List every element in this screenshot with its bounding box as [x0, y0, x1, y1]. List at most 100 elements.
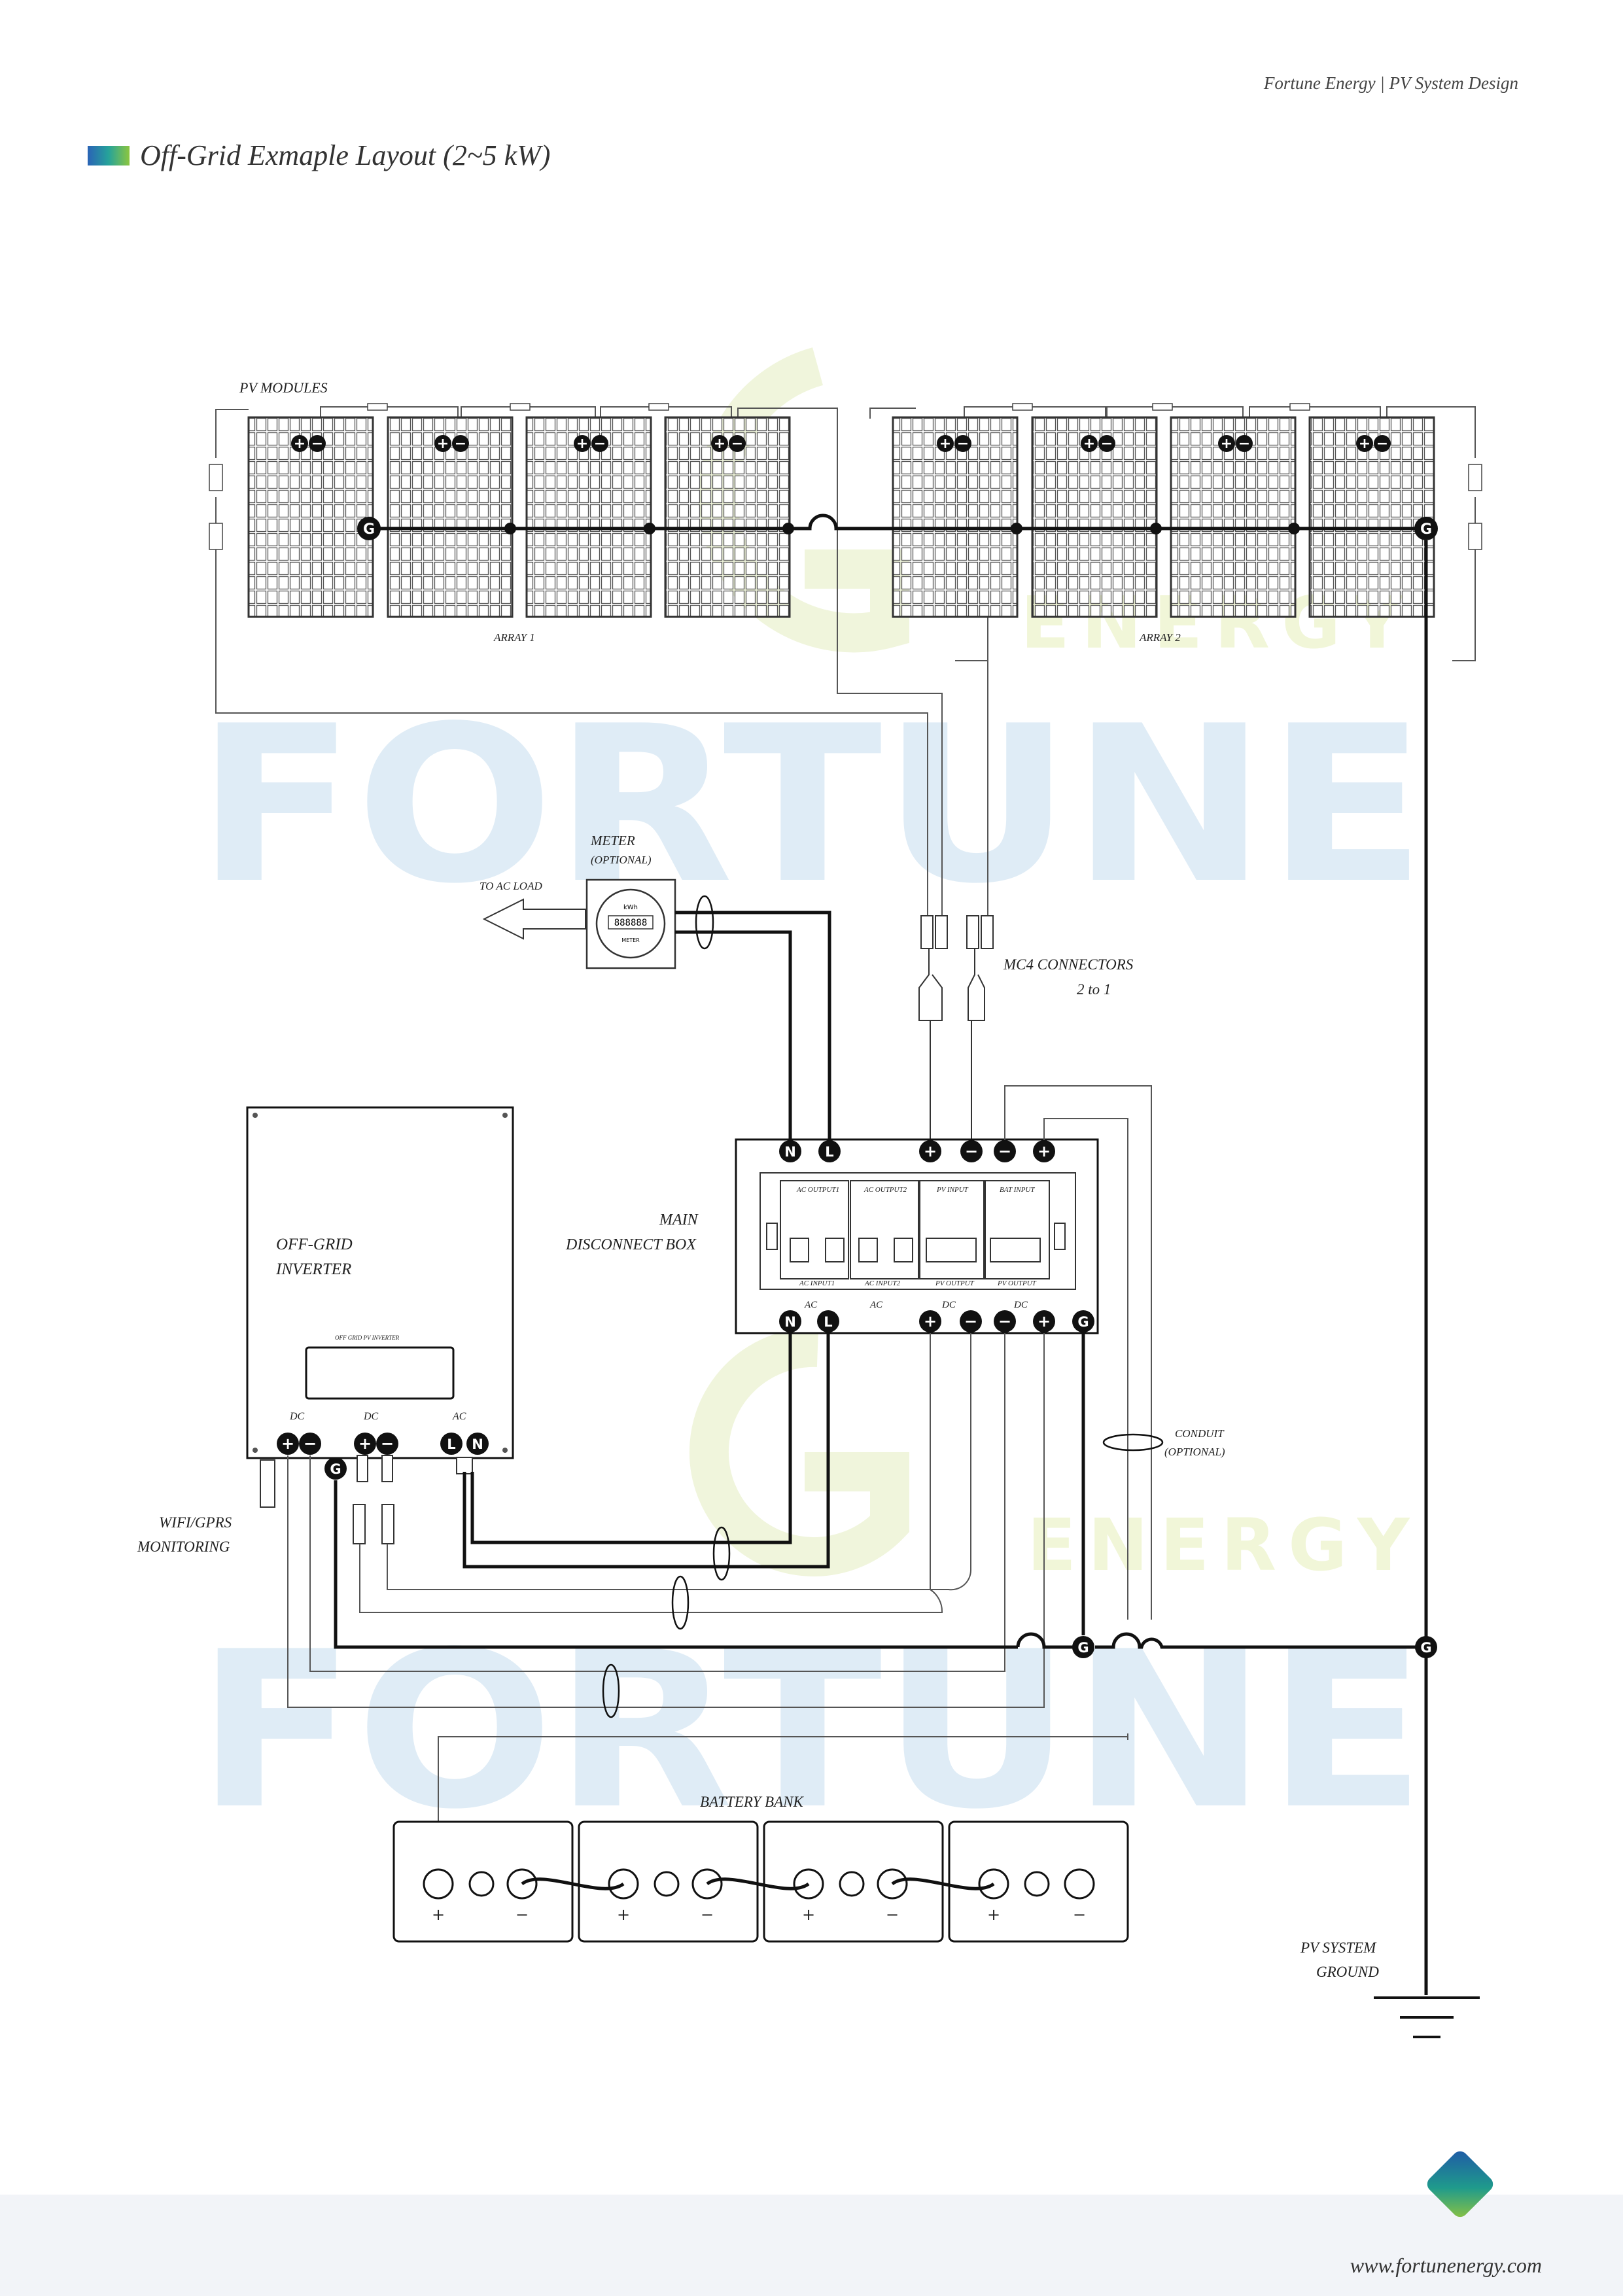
title-accent-bar [88, 145, 130, 165]
svg-text:G: G [1077, 1640, 1089, 1656]
pv-array-1 [247, 416, 791, 618]
svg-text:N: N [784, 1144, 796, 1160]
svg-text:+: + [576, 436, 588, 452]
breaker-bottom-label: AC INPUT1 [799, 1279, 835, 1287]
svg-text:N: N [472, 1436, 483, 1452]
svg-text:+: + [802, 1905, 815, 1924]
svg-text:−: − [964, 1312, 977, 1331]
earth-ground-symbol [1374, 1996, 1480, 2038]
svg-text:−: − [455, 436, 466, 452]
svg-text:−: − [311, 436, 323, 452]
svg-text:+: + [714, 436, 725, 452]
svg-text:−: − [515, 1905, 529, 1924]
watermark-word-bottom: FORTUNE [196, 1605, 1426, 1856]
to-ac-load-label: TO AC LOAD [480, 880, 542, 892]
side-connectors [209, 464, 1482, 550]
meter-optional-label: (OPTIONAL) [591, 854, 652, 866]
mc4-label: MC4 CONNECTORS [1003, 956, 1134, 973]
mc4-output-wires [930, 1020, 972, 1151]
wifi-label: WIFI/GPRS [159, 1514, 232, 1531]
watermark-sub-bottom: ENERGY [1027, 1503, 1422, 1587]
battery-polarity-labels: +− +− +− +− [432, 1905, 1086, 1924]
inverter-pv-wires [359, 1333, 972, 1613]
pv-module [525, 416, 652, 618]
meter-label: METER [590, 833, 635, 848]
array2-label: ARRAY 2 [1139, 631, 1181, 644]
pv-conduit [671, 1575, 689, 1630]
page-title: Off-Grid Exmaple Layout (2~5 kW) [140, 139, 551, 171]
pv-module [1031, 416, 1158, 618]
inverter-label: OFF-GRID [276, 1236, 353, 1253]
inverter-label-2: INVERTER [275, 1261, 351, 1278]
svg-text:+: + [1038, 1142, 1051, 1160]
svg-text:−: − [998, 1312, 1011, 1331]
breaker-bottom-label: PV OUTPUT [935, 1279, 975, 1287]
inverter-display [305, 1346, 455, 1400]
svg-text:−: − [998, 1142, 1011, 1160]
off-grid-inverter [246, 1106, 514, 1459]
svg-text:+: + [1038, 1312, 1051, 1331]
pv-terminals: +− +− +− +− +− +− +− +− [291, 435, 1391, 452]
battery-conduit [602, 1663, 620, 1718]
meter-conduit [695, 895, 714, 950]
ground-junction: G G [1072, 1636, 1437, 1658]
inverter-screws [253, 1113, 508, 1453]
to-ac-load-arrow [482, 898, 586, 940]
breaker-top-label: BAT INPUT [1000, 1186, 1035, 1194]
mc4-label-ratio: 2 to 1 [1077, 981, 1111, 998]
breaker-labels: AC OUTPUT1 AC OUTPUT2 PV INPUT BAT INPUT… [796, 1186, 1037, 1310]
title-block: Off-Grid Exmaple Layout (2~5 kW) [88, 139, 550, 172]
svg-text:−: − [594, 436, 606, 452]
inverter-dc-label: DC [289, 1411, 305, 1422]
svg-text:+: + [617, 1905, 630, 1924]
svg-text:L: L [825, 1144, 833, 1160]
breaker-top-label: PV INPUT [936, 1186, 969, 1194]
ground-label: PV SYSTEM [1300, 1939, 1377, 1956]
svg-text:+: + [1083, 436, 1095, 452]
battery-jumpers [521, 1877, 995, 1890]
svg-text:−: − [304, 1435, 317, 1453]
svg-text:G: G [1077, 1314, 1089, 1330]
svg-text:G: G [330, 1461, 341, 1477]
inverter-battery-wires [287, 1333, 1045, 1708]
svg-text:888888: 888888 [614, 918, 648, 928]
meter: kWh 888888 METER [585, 878, 676, 969]
pv-module [247, 416, 374, 618]
system-ground-wire [334, 1333, 1426, 1649]
pv-module [1308, 416, 1435, 618]
svg-text:METER: METER [621, 937, 640, 943]
svg-text:−: − [886, 1905, 899, 1924]
inverter-ac-wires [462, 1333, 830, 1569]
svg-text:+: + [924, 1312, 937, 1331]
inverter-dc-connectors [353, 1455, 473, 1544]
pv-module [387, 416, 514, 618]
ground-label-2: GROUND [1316, 1964, 1379, 1980]
svg-text:G: G [1420, 521, 1432, 538]
svg-text:−: − [965, 1142, 978, 1160]
svg-text:+: + [939, 436, 951, 452]
footer-url[interactable]: www.fortunenergy.com [1350, 2253, 1542, 2277]
svg-text:DC: DC [941, 1300, 956, 1310]
string-wires [215, 406, 1476, 916]
svg-text:+: + [358, 1435, 372, 1453]
main-box-bottom-terminals: N L + − − + G [779, 1310, 1094, 1332]
watermark-word-top: FORTUNE [196, 680, 1426, 931]
inverter-panel-label: OFF GRID PV INVERTER [335, 1334, 400, 1341]
conduit-label: CONDUIT [1175, 1427, 1225, 1440]
svg-text:AC: AC [869, 1300, 883, 1310]
ac-conduit [712, 1526, 731, 1581]
breaker-bottom-label: PV OUTPUT [997, 1279, 1037, 1287]
wifi-label-2: MONITORING [137, 1539, 230, 1555]
svg-text:+: + [281, 1435, 294, 1453]
inverter-ac-label: AC [452, 1411, 466, 1422]
battery-bank-label: BATTERY BANK [700, 1794, 804, 1810]
svg-text:−: − [1238, 436, 1250, 452]
svg-text:+: + [1359, 436, 1370, 452]
pv-modules-label: PV MODULES [239, 379, 328, 396]
pv-array-2 [892, 416, 1435, 618]
array-ground-bus [369, 513, 1426, 534]
svg-text:L: L [447, 1436, 455, 1452]
inverter-terminals: + − + − L N G [277, 1433, 489, 1480]
svg-text:L: L [824, 1314, 832, 1330]
svg-text:AC: AC [804, 1300, 818, 1310]
